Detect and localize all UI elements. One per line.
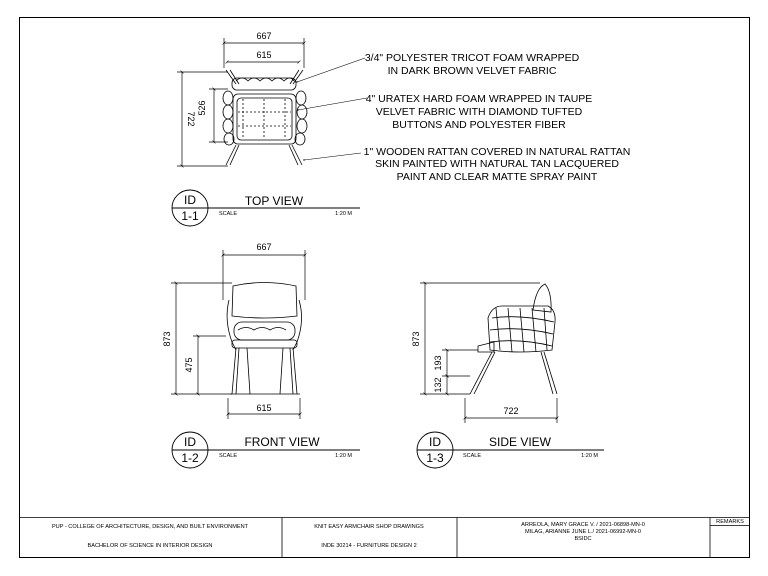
side-chair-elevation xyxy=(469,283,558,395)
title-block-author-1: ARREOLA, MARY GRACE V. / 2021-06898-MN-0 xyxy=(521,522,645,528)
title-block-course: INDE 30214 - FURNITURE DESIGN 2 xyxy=(321,543,416,549)
svg-text:SIDE VIEW: SIDE VIEW xyxy=(489,435,552,449)
material-note-3: 1" WOODEN RATTAN COVERED IN NATURAL RATT… xyxy=(364,146,631,183)
svg-text:TOP VIEW: TOP VIEW xyxy=(245,194,304,208)
material-note-1: 3/4" POLYESTER TRICOT FOAM WRAPPED IN DA… xyxy=(365,52,580,77)
title-block-remarks: REMARKS xyxy=(716,519,744,525)
title-block xyxy=(19,517,750,558)
side-dim-193: 193 xyxy=(433,355,443,370)
svg-text:FRONT VIEW: FRONT VIEW xyxy=(244,435,320,449)
svg-text:ID: ID xyxy=(184,193,196,207)
svg-text:VELVET FABRIC WITH DIAMOND TUF: VELVET FABRIC WITH DIAMOND TUFTED xyxy=(376,106,583,118)
svg-text:1-2: 1-2 xyxy=(181,451,199,465)
svg-text:1" WOODEN RATTAN COVERED IN NA: 1" WOODEN RATTAN COVERED IN NATURAL RATT… xyxy=(364,146,631,158)
front-dim-615: 615 xyxy=(256,403,271,413)
side-view-label: ID 1-3 SIDE VIEW SCALE 1:20 M xyxy=(416,431,604,469)
top-dim-667: 667 xyxy=(256,31,271,41)
top-dim-526: 526 xyxy=(197,100,207,115)
side-dim-722: 722 xyxy=(503,406,518,416)
side-dim-132: 132 xyxy=(433,377,443,392)
title-block-program: BACHELOR OF SCIENCE IN INTERIOR DESIGN xyxy=(88,543,213,549)
svg-text:SCALE: SCALE xyxy=(463,453,481,459)
side-view: 873 193 132 722 ID 1-3 SIDE VIEW SCALE 1… xyxy=(411,281,604,469)
side-dim-873: 873 xyxy=(411,331,421,346)
side-dimensions xyxy=(420,281,559,423)
svg-text:IN DARK BROWN VELVET FABRIC: IN DARK BROWN VELVET FABRIC xyxy=(388,65,557,77)
svg-text:ID: ID xyxy=(429,435,441,449)
top-leaders xyxy=(296,57,368,161)
svg-text:4" URATEX HARD FOAM WRAPPED IN: 4" URATEX HARD FOAM WRAPPED IN TAUPE xyxy=(366,93,593,105)
title-block-drawing: KNIT EASY ARMCHAIR SHOP DRAWINGS xyxy=(314,524,424,530)
svg-text:1:20 M: 1:20 M xyxy=(335,453,352,459)
svg-text:SKIN PAINTED WITH NATURAL TAN: SKIN PAINTED WITH NATURAL TAN LACQUERED xyxy=(375,158,619,170)
svg-text:1-3: 1-3 xyxy=(426,451,444,465)
svg-text:1:20 M: 1:20 M xyxy=(335,211,352,217)
svg-text:1-1: 1-1 xyxy=(181,209,199,223)
svg-text:1:20 M: 1:20 M xyxy=(581,453,598,459)
top-view-label: ID 1-1 TOP VIEW SCALE 1:20 M xyxy=(171,189,360,227)
svg-text:PAINT AND CLEAR MATTE SPRAY PA: PAINT AND CLEAR MATTE SPRAY PAINT xyxy=(397,171,598,183)
sheet-border xyxy=(19,17,750,558)
title-block-author-3: BSIDC xyxy=(574,536,591,542)
front-chair-elevation xyxy=(226,282,302,395)
svg-text:3/4" POLYESTER TRICOT FOAM WRA: 3/4" POLYESTER TRICOT FOAM WRAPPED xyxy=(365,52,580,64)
top-view: 667 615 722 526 xyxy=(171,31,631,227)
title-block-school: PUP - COLLEGE OF ARCHITECTURE, DESIGN, A… xyxy=(52,524,249,530)
svg-text:SCALE: SCALE xyxy=(219,453,237,459)
top-dim-722: 722 xyxy=(186,111,196,126)
top-chair-plan xyxy=(222,69,308,166)
front-view: 667 873 475 615 ID 1-2 FRONT VIEW SCALE xyxy=(162,242,360,469)
svg-text:ID: ID xyxy=(184,435,196,449)
top-dim-615: 615 xyxy=(256,50,271,60)
front-dim-873: 873 xyxy=(162,331,172,346)
front-dim-667: 667 xyxy=(256,242,271,252)
front-dimensions xyxy=(171,250,307,419)
front-view-label: ID 1-2 FRONT VIEW SCALE 1:20 M xyxy=(171,431,360,469)
svg-text:BUTTONS AND POLYESTER FIBER: BUTTONS AND POLYESTER FIBER xyxy=(392,119,566,131)
title-block-author-2: MILAG, ARIANNE JUNE L./ 2021-06992-MN-0 xyxy=(525,529,641,535)
material-note-2: 4" URATEX HARD FOAM WRAPPED IN TAUPE VEL… xyxy=(366,93,593,131)
front-dim-475: 475 xyxy=(184,357,194,372)
svg-text:SCALE: SCALE xyxy=(219,211,237,217)
